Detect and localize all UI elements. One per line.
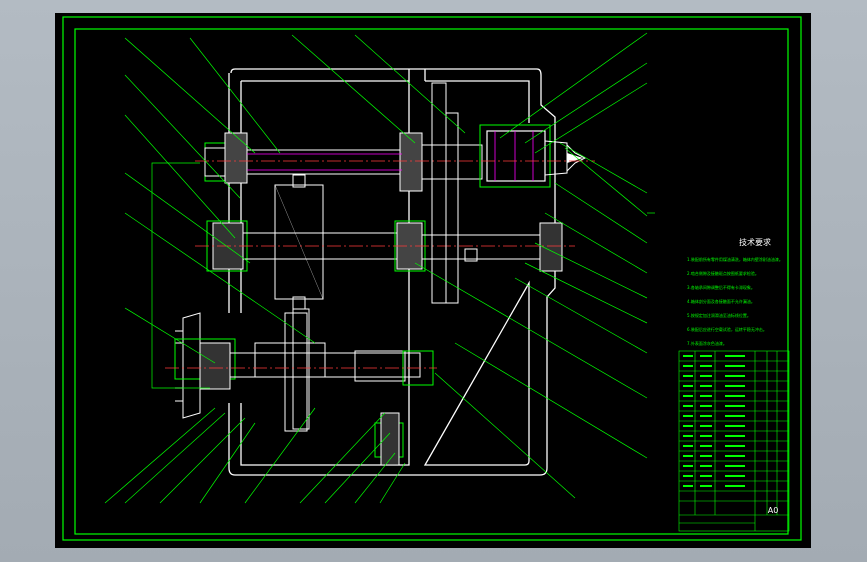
note-line-7: 7.外表面涂灰色油漆。 bbox=[687, 340, 727, 346]
note-line-2: 2.啮合侧隙及接触斑点按图纸要求检验。 bbox=[687, 270, 759, 276]
leader-lines bbox=[104, 32, 655, 504]
shaft-3-output bbox=[165, 312, 437, 466]
technical-notes: 技术要求 1.装配前所有零件用煤油清洗，箱体内壁涂耐油油漆。 2.啮合侧隙及接触… bbox=[687, 237, 783, 346]
note-line-6: 6.装配后应进行空载试验，运转平稳无冲击。 bbox=[687, 326, 767, 332]
note-line-4: 4.箱体剖分面及各接触面不允许漏油。 bbox=[687, 298, 755, 304]
outer-frame bbox=[62, 16, 802, 541]
note-line-3: 3.各轴承间隙调整后不得有卡滞现象。 bbox=[687, 284, 755, 290]
notes-title: 技术要求 bbox=[739, 237, 771, 247]
shaft-2-intermediate bbox=[195, 174, 575, 310]
note-line-1: 1.装配前所有零件用煤油清洗，箱体内壁涂耐油油漆。 bbox=[687, 256, 783, 262]
parts-list bbox=[678, 350, 790, 532]
parts-list-text bbox=[683, 355, 745, 487]
assembly-drawing: 技术要求 1.装配前所有零件用煤油清洗，箱体内壁涂耐油油漆。 2.啮合侧隙及接触… bbox=[62, 16, 802, 541]
sheet-size-label: A0 bbox=[768, 506, 779, 515]
drawing-sheet: 技术要求 1.装配前所有零件用煤油清洗，箱体内壁涂耐油油漆。 2.啮合侧隙及接触… bbox=[55, 13, 811, 548]
shaft-1-input bbox=[195, 124, 595, 192]
inner-frame bbox=[74, 28, 789, 535]
gear-pair bbox=[292, 82, 459, 430]
note-line-5: 5.按规定加注润滑油至油标线位置。 bbox=[687, 312, 751, 318]
